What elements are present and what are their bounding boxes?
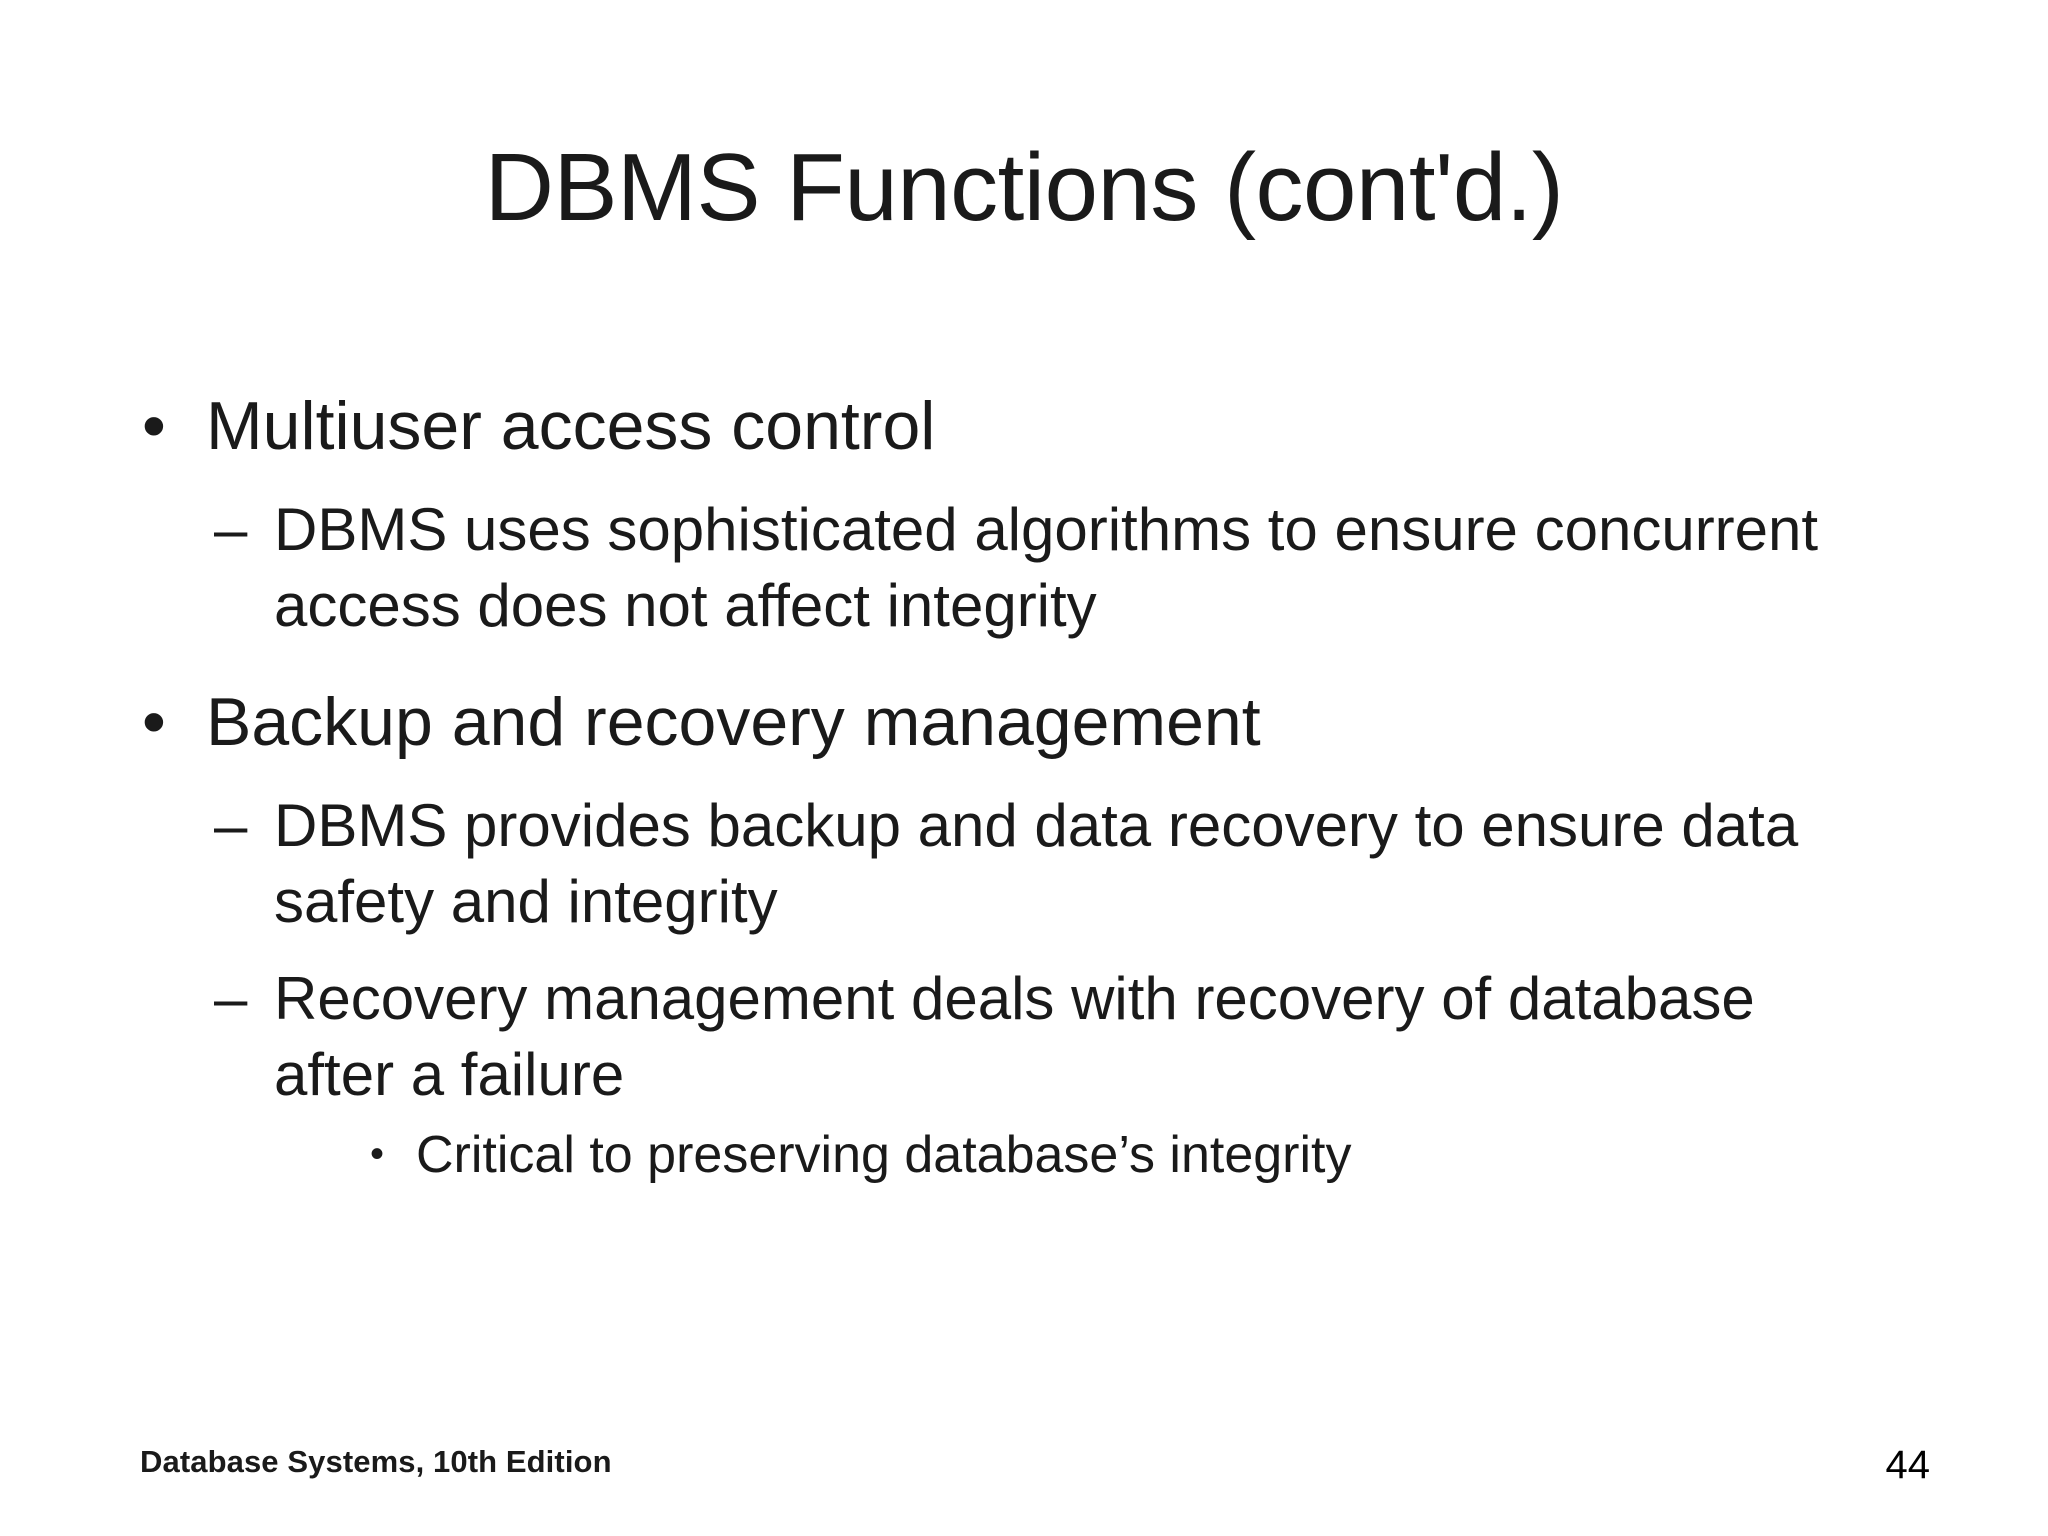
spacer (120, 474, 1950, 492)
bullet-text: Recovery management deals with recovery … (274, 965, 1755, 1108)
bullet-item-level1: • Backup and recovery management (120, 681, 1950, 764)
bullet-marker-dash-icon: – (214, 965, 248, 1033)
spacer (120, 647, 1950, 681)
bullet-text: Critical to preserving database’s integr… (416, 1126, 1352, 1185)
slide-body: • Multiuser access control – DBMS uses s… (120, 385, 1950, 1188)
bullet-text: Backup and recovery management (206, 684, 1261, 761)
bullet-item-level2: – DBMS uses sophisticated algorithms to … (214, 492, 1950, 643)
bullet-marker-dot-icon: • (370, 1132, 385, 1177)
spacer (120, 943, 1950, 961)
footer-source-text: Database Systems, 10th Edition (140, 1444, 612, 1479)
bullet-text: DBMS uses sophisticated algorithms to en… (274, 495, 1819, 639)
footer-page-number: 44 (1885, 1443, 1931, 1487)
slide-title: DBMS Functions (cont'd.) (484, 134, 1564, 241)
bullet-item-level1: • Multiuser access control (120, 385, 1950, 468)
bullet-item-level3: • Critical to preserving database’s inte… (370, 1124, 1950, 1187)
bullet-text: Multiuser access control (206, 388, 936, 464)
bullet-marker-dot-icon: • (142, 684, 166, 761)
bullet-text: DBMS provides backup and data recovery t… (274, 792, 1799, 935)
bullet-item-level2: – Recovery management deals with recover… (214, 961, 1950, 1112)
bullet-item-level2: – DBMS provides backup and data recovery… (214, 788, 1950, 939)
spacer (120, 770, 1950, 788)
bullet-marker-dash-icon: – (214, 792, 248, 860)
bullet-marker-dash-icon: – (214, 495, 248, 563)
bullet-marker-dot-icon: • (142, 388, 166, 464)
